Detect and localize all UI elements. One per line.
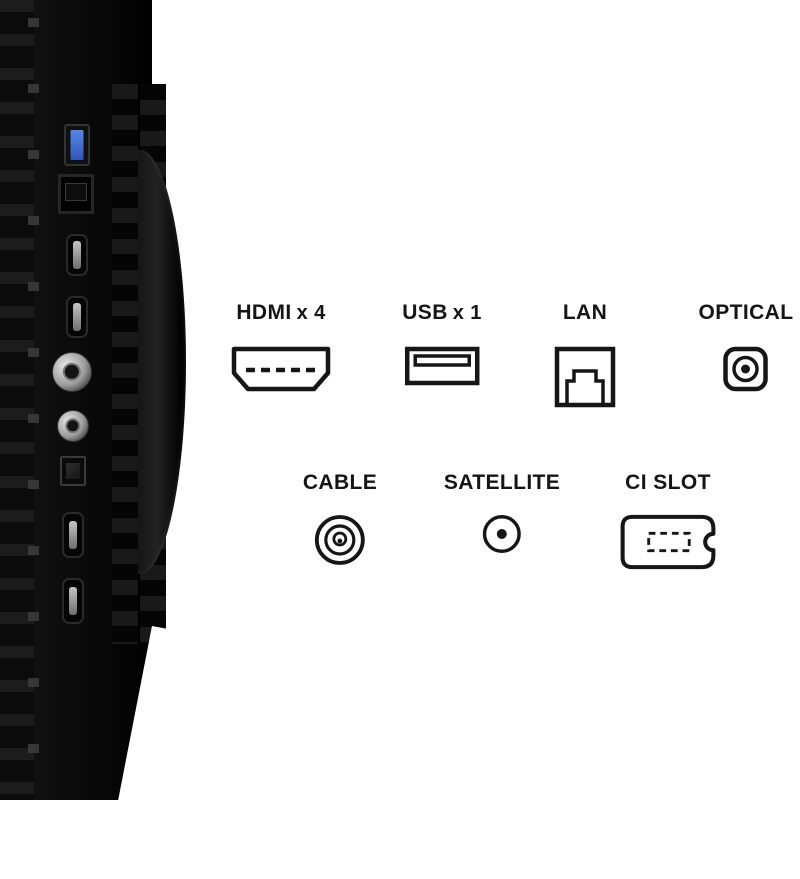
port-name: CI SLOT bbox=[625, 471, 711, 494]
port-name: SATELLITE bbox=[443, 471, 561, 494]
port-name: LAN bbox=[562, 301, 608, 324]
port-name: HDMI bbox=[236, 301, 292, 324]
port-spec-optical: OPTICAL bbox=[699, 300, 794, 392]
port-label: OPTICAL bbox=[699, 300, 794, 326]
port-spec-ci-slot: CI SLOT bbox=[619, 470, 717, 570]
lan-port bbox=[58, 174, 94, 214]
hdmi-port-1 bbox=[66, 234, 88, 276]
port-label: CI SLOT bbox=[625, 470, 711, 496]
port-count: x 4 bbox=[296, 302, 326, 324]
port-name: OPTICAL bbox=[698, 301, 794, 324]
hdmi-port-3 bbox=[62, 512, 84, 558]
port-name: CABLE bbox=[302, 471, 378, 494]
tv-vent-tabs bbox=[28, 18, 39, 782]
port-spec-lan: LAN bbox=[554, 300, 616, 408]
cable-connector-icon bbox=[315, 515, 365, 565]
ci-slot-icon bbox=[620, 514, 716, 570]
hdmi-port-4 bbox=[62, 578, 84, 624]
hdmi-port-2 bbox=[66, 296, 88, 338]
optical-connector-icon bbox=[723, 346, 769, 392]
hdmi-connector-icon bbox=[231, 346, 331, 392]
lan-connector-icon bbox=[554, 346, 616, 408]
tv-curved-back bbox=[138, 150, 186, 574]
tv-side-panel-photo bbox=[0, 0, 290, 879]
tv-texture-column-a bbox=[112, 84, 140, 644]
port-spec-satellite: SATELLITE bbox=[444, 470, 560, 554]
satellite-connector-icon bbox=[483, 515, 521, 553]
port-label: SATELLITE bbox=[444, 470, 560, 496]
optical-port bbox=[60, 456, 86, 486]
satellite-coax-port bbox=[57, 410, 89, 442]
port-spec-cable: CABLE bbox=[303, 470, 377, 566]
port-name: USB bbox=[402, 301, 448, 324]
cable-coax-port bbox=[52, 352, 92, 392]
port-label: CABLE bbox=[303, 470, 377, 496]
usb-port bbox=[64, 124, 90, 166]
port-count: x 1 bbox=[452, 302, 482, 324]
usb-connector-icon bbox=[404, 346, 480, 386]
port-label: LAN bbox=[563, 300, 607, 326]
